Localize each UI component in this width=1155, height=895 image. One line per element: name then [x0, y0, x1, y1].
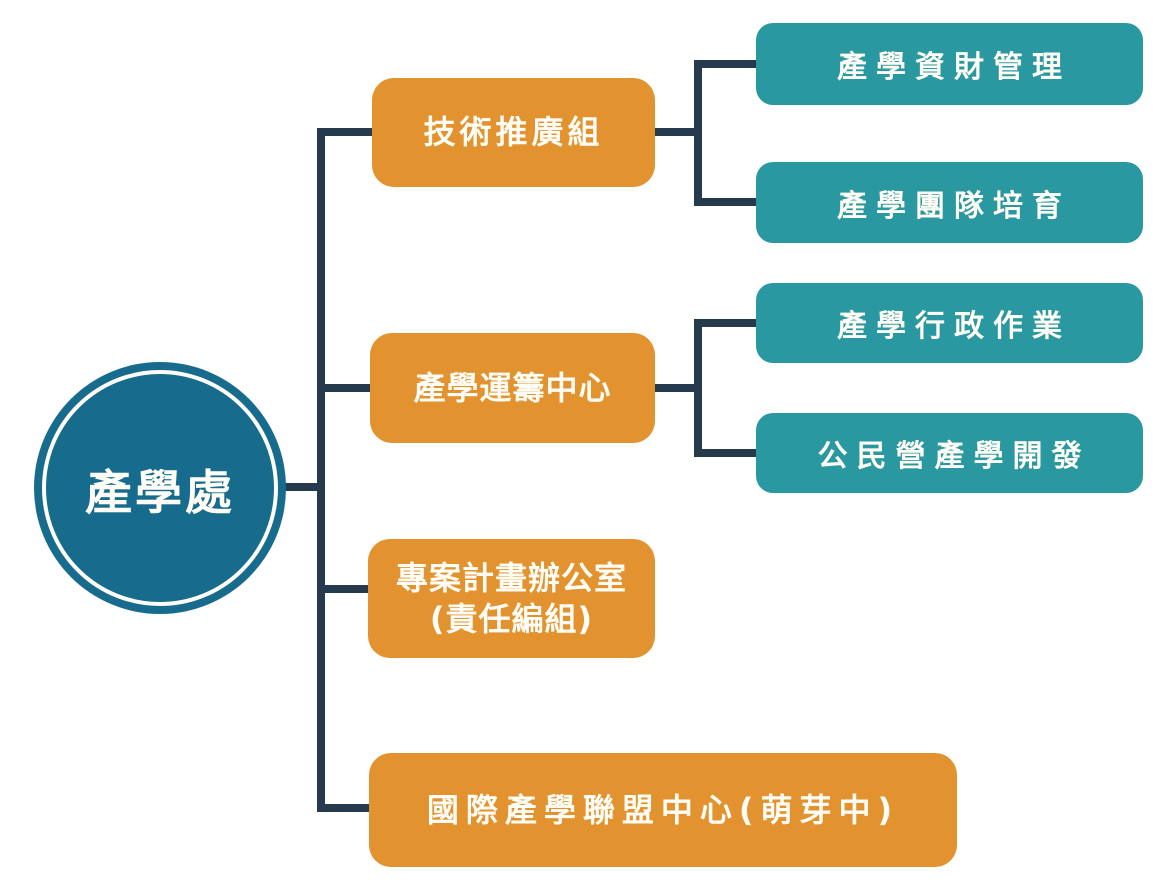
dept-label-line2: (責任編組) [429, 599, 594, 638]
connector-branch-dept-1 [325, 128, 372, 136]
root-label: 產學處 [85, 465, 235, 521]
connector-branch-sub-2 [702, 198, 756, 206]
connector-branch-sub-1 [702, 60, 756, 68]
sub-node-public-private-development: 公民營產學開發 [756, 413, 1143, 493]
dept-label-line1: 專案計畫辦公室 [395, 558, 627, 597]
connector-branch-sub-4 [702, 449, 756, 457]
dept-label: 產學運籌中心 [413, 368, 612, 407]
connector-branch-dept-4 [325, 804, 369, 812]
sub-label: 產學資財管理 [837, 50, 1071, 85]
dept-node-industry-academia-operations: 產學運籌中心 [370, 333, 655, 443]
connector-trunk-vertical [317, 128, 325, 812]
connector-dept-1-right [655, 128, 702, 136]
sub-label: 公民營產學開發 [817, 439, 1091, 474]
sub-label: 產學團隊培育 [837, 188, 1071, 224]
sub-node-team-incubation: 產學團隊培育 [756, 162, 1143, 243]
connector-branch-dept-2 [325, 384, 370, 392]
connector-branch-sub-3 [702, 319, 756, 327]
dept-node-project-office: 專案計畫辦公室 (責任編組) [368, 539, 655, 658]
dept-node-international-alliance: 國際產學聯盟中心(萌芽中) [369, 753, 957, 867]
dept-label: 技術推廣組 [423, 113, 604, 152]
connector-group-2-vertical [694, 319, 702, 457]
sub-node-asset-management: 產學資財管理 [756, 23, 1143, 105]
connector-group-1-vertical [694, 60, 702, 206]
sub-label: 產學行政作業 [837, 309, 1071, 344]
connector-dept-2-right [655, 384, 702, 392]
sub-node-administrative-operations: 產學行政作業 [756, 283, 1143, 363]
dept-label: 國際產學聯盟中心(萌芽中) [426, 790, 900, 829]
connector-root-to-trunk [278, 483, 325, 491]
connector-branch-dept-3 [325, 585, 368, 593]
root-node: 產學處 [34, 362, 286, 614]
dept-node-tech-promotion: 技術推廣組 [372, 78, 655, 187]
